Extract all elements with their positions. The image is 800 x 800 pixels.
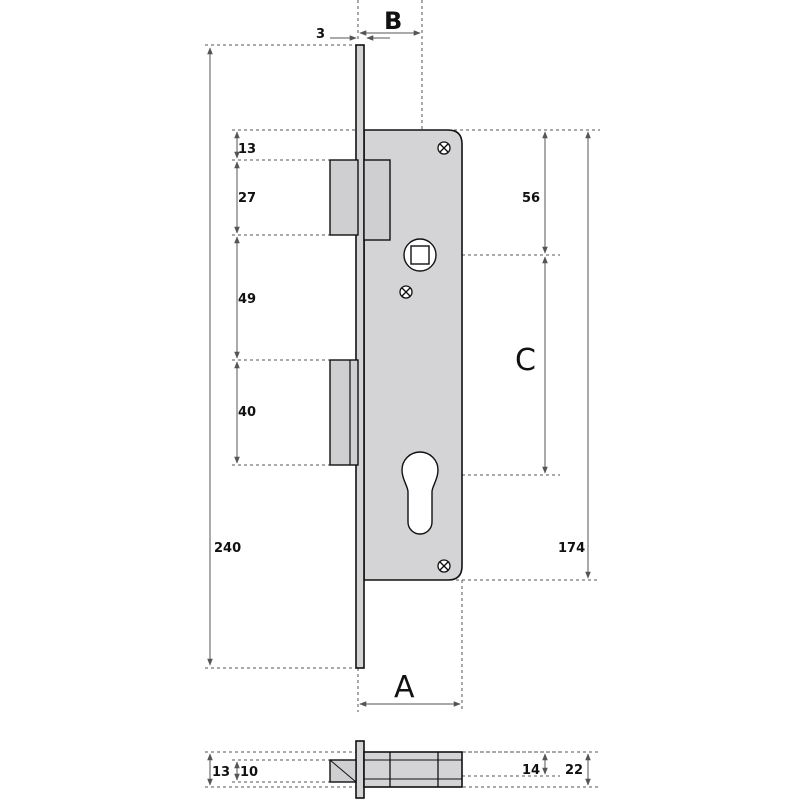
deadbolt-height-label: 40: [238, 405, 256, 420]
dimension-A-label: A: [394, 670, 415, 705]
latch-bolt-inner: [363, 159, 391, 241]
bottom-screw-icon: [437, 559, 451, 573]
top-screw-icon: [437, 141, 451, 155]
faceplate-thickness-label: 3: [316, 27, 325, 42]
bottom-13-label: 13: [212, 765, 230, 780]
middle-screw-icon: [399, 285, 413, 299]
dimension-lines: [207, 30, 591, 707]
dimension-C-label: C: [515, 343, 536, 378]
latch-bolt: [329, 159, 359, 236]
faceplate: [355, 44, 365, 669]
case-height-label: 174: [558, 541, 585, 556]
gap-49-label: 49: [238, 292, 256, 307]
bottom-10-label: 10: [240, 765, 258, 780]
spindle-square: [410, 245, 430, 265]
spindle-distance-label: 56: [522, 191, 540, 206]
dimension-B-label: B: [384, 7, 402, 35]
deadbolt: [329, 359, 359, 466]
overall-height-label: 240: [214, 541, 241, 556]
bottom-22-label: 22: [565, 763, 583, 778]
bottom-14-label: 14: [522, 763, 540, 778]
latch-height-label: 27: [238, 191, 256, 206]
bottom-view: [205, 740, 600, 799]
latch-offset-label: 13: [238, 142, 256, 157]
euro-cylinder-hole: [401, 451, 439, 535]
